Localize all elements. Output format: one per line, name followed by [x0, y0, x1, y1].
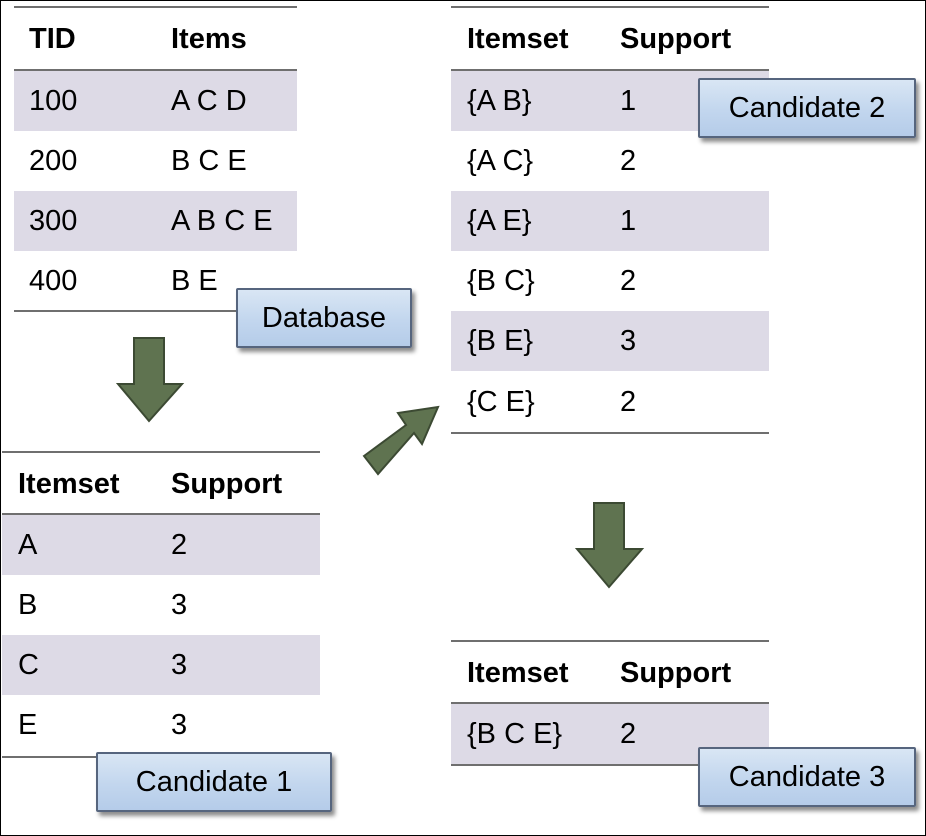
- database-table: TID Items 100 A C D 200 B C E 300 A B C …: [14, 6, 297, 312]
- column-header-support: Support: [620, 657, 732, 689]
- table-row: 200 B C E: [14, 131, 297, 191]
- items-cell: A C D: [171, 85, 247, 117]
- support-cell: 1: [620, 85, 637, 117]
- itemset-cell: {A C}: [467, 145, 534, 177]
- table-top-rule: [451, 6, 769, 8]
- table-row: {C E} 2: [451, 372, 769, 432]
- column-header-items: Items: [171, 23, 247, 55]
- support-cell: 2: [171, 529, 188, 561]
- column-header-itemset: Itemset: [18, 468, 120, 500]
- table-row: {A C} 2: [451, 131, 769, 191]
- support-cell: 1: [620, 205, 637, 237]
- itemset-cell: {B C E}: [467, 718, 563, 750]
- items-cell: A B C E: [171, 205, 273, 237]
- items-cell: B E: [171, 265, 218, 297]
- column-header-itemset: Itemset: [467, 657, 569, 689]
- table-row: B 3: [2, 575, 320, 635]
- support-cell: 3: [620, 325, 637, 357]
- candidate-1-label: Candidate 1: [96, 752, 332, 812]
- table-bottom-rule: [451, 764, 769, 766]
- itemset-cell: {A B}: [467, 85, 532, 117]
- down-arrow-icon: [116, 337, 185, 423]
- database-label: Database: [236, 288, 412, 348]
- itemset-cell: B: [18, 589, 38, 621]
- table-row: E 3: [2, 695, 320, 755]
- support-cell: 2: [620, 145, 637, 177]
- tid-cell: 400: [29, 265, 78, 297]
- support-cell: 3: [171, 649, 188, 681]
- itemset-cell: E: [18, 709, 38, 741]
- table-top-rule: [451, 640, 769, 642]
- support-cell: 2: [620, 718, 637, 750]
- itemset-cell: {B C}: [467, 265, 535, 297]
- tid-cell: 100: [29, 85, 78, 117]
- table-row: A 2: [2, 515, 320, 575]
- down-arrow-icon: [575, 502, 645, 589]
- table-header-row: Itemset Support: [451, 643, 769, 703]
- table-header-row: Itemset Support: [2, 454, 320, 514]
- candidate-3-label: Candidate 3: [698, 747, 916, 807]
- table-row: 100 A C D: [14, 71, 297, 131]
- table-header-rule: [451, 69, 769, 71]
- tid-cell: 200: [29, 145, 78, 177]
- table-row: C 3: [2, 635, 320, 695]
- column-header-itemset: Itemset: [467, 23, 569, 55]
- candidate-2-table: Itemset Support {A B} 1 {A C} 2 {A E} 1 …: [451, 6, 769, 434]
- itemset-cell: C: [18, 649, 39, 681]
- itemset-cell: {A E}: [467, 205, 532, 237]
- table-header-rule: [2, 513, 320, 515]
- support-cell: 3: [171, 709, 188, 741]
- support-cell: 2: [620, 386, 637, 418]
- table-row: 400 B E: [14, 251, 297, 311]
- table-header-row: TID Items: [14, 9, 297, 69]
- table-row: 300 A B C E: [14, 191, 297, 251]
- candidate-2-label: Candidate 2: [698, 78, 916, 138]
- table-row: {A E} 1: [451, 191, 769, 251]
- candidate-1-table: Itemset Support A 2 B 3 C 3 E 3: [2, 451, 320, 759]
- column-header-support: Support: [620, 23, 732, 55]
- column-header-support: Support: [171, 468, 283, 500]
- support-cell: 3: [171, 589, 188, 621]
- table-row: {B C} 2: [451, 251, 769, 311]
- itemset-cell: A: [18, 529, 38, 561]
- support-cell: 2: [620, 265, 637, 297]
- itemset-cell: {C E}: [467, 386, 535, 418]
- items-cell: B C E: [171, 145, 247, 177]
- table-bottom-rule: [14, 310, 297, 312]
- column-header-tid: TID: [29, 23, 76, 55]
- table-bottom-rule: [451, 432, 769, 434]
- tid-cell: 300: [29, 205, 78, 237]
- table-header-rule: [451, 702, 769, 704]
- up-right-arrow-icon: [362, 405, 440, 476]
- table-row: {B E} 3: [451, 311, 769, 371]
- table-top-rule: [2, 451, 320, 453]
- itemset-cell: {B E}: [467, 325, 534, 357]
- table-top-rule: [14, 6, 297, 8]
- table-header-row: Itemset Support: [451, 9, 769, 69]
- table-header-rule: [14, 69, 297, 71]
